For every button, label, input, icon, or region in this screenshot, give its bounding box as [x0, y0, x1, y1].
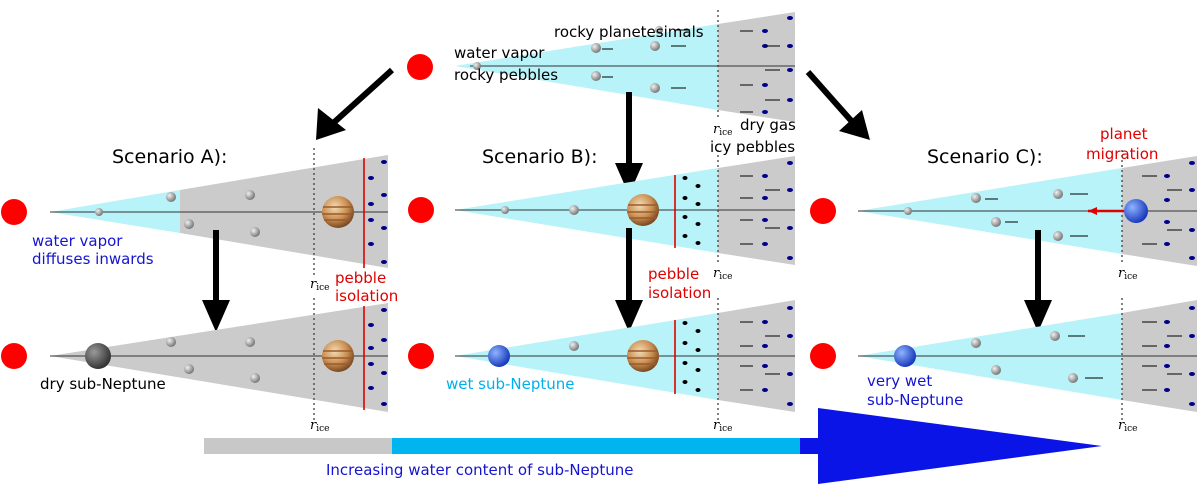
- dry-gas-region: [50, 303, 388, 412]
- ice-line-label: rice: [1118, 266, 1137, 282]
- top-panel: rocky planetesimals water vapor rocky pe…: [407, 10, 796, 156]
- dry-gas-region: [718, 12, 795, 122]
- label-rocky-planetesimals: rocky planetesimals: [554, 23, 704, 41]
- star: [810, 343, 836, 369]
- star: [408, 343, 434, 369]
- bar-caption: Increasing water content of sub-Neptune: [326, 461, 634, 479]
- scenario-a-title: Scenario A):: [112, 146, 227, 168]
- scenario-b: Scenario B): rice peb: [408, 146, 795, 434]
- result-wet-sub-neptune: wet sub-Neptune: [446, 375, 575, 393]
- result-dry-sub-neptune: dry sub-Neptune: [40, 375, 166, 393]
- ice-line-label: rice: [713, 266, 732, 282]
- ice-line-label: rice: [713, 122, 732, 138]
- dry-sub-neptune-planet: [85, 343, 111, 369]
- note-water-vapor: water vapor: [32, 232, 123, 250]
- water-content-bar: Increasing water content of sub-Neptune: [204, 408, 1102, 484]
- star: [407, 54, 433, 80]
- planet-migration-label: migration: [1086, 145, 1158, 163]
- label-water-vapor: water vapor: [454, 44, 545, 62]
- label-dry-gas: dry gas: [740, 116, 796, 134]
- flow-arrows: [316, 67, 870, 195]
- very-wet-sub-neptune-planet: [894, 345, 916, 367]
- pebble-isolation-label: isolation: [648, 284, 711, 302]
- ice-line-label: rice: [1118, 418, 1137, 434]
- jupiter-planet: [322, 340, 354, 372]
- label-icy-pebbles: icy pebbles: [710, 138, 795, 156]
- star: [810, 198, 836, 224]
- jupiter-planet: [322, 196, 354, 228]
- note-diffuses-inwards: diffuses inwards: [32, 250, 154, 268]
- migrating-planet: [1124, 199, 1148, 223]
- rocky-pebble: [473, 62, 481, 70]
- ice-line-label: rice: [310, 418, 329, 434]
- drift-arrows: [602, 29, 690, 89]
- bar-segment-dry: [204, 438, 392, 454]
- scenario-c-title: Scenario C):: [927, 146, 1043, 168]
- star: [1, 199, 27, 225]
- rocky-pebble: [591, 43, 601, 53]
- result-sub-neptune: sub-Neptune: [867, 391, 963, 409]
- wet-sub-neptune-planet: [488, 345, 510, 367]
- scenario-a: Scenario A): water vapor diffuses inward…: [1, 146, 398, 434]
- jupiter-planet: [627, 340, 659, 372]
- star: [1, 343, 27, 369]
- rocky-pebble: [650, 41, 660, 51]
- jupiter-planet: [627, 194, 659, 226]
- rocky-pebble: [591, 71, 601, 81]
- bar-segment-wet: [392, 438, 800, 454]
- pebble-isolation-label: pebble: [335, 269, 386, 287]
- ice-line-label: rice: [310, 277, 329, 293]
- planet-migration-label: planet: [1100, 125, 1148, 143]
- star: [408, 197, 434, 223]
- result-very-wet: very wet: [867, 372, 932, 390]
- rocky-pebble: [650, 83, 660, 93]
- scenario-b-title: Scenario B):: [482, 146, 597, 168]
- bar-arrowhead-very-wet: [800, 408, 1102, 484]
- ice-line-label: rice: [713, 418, 732, 434]
- pebble-isolation-label: pebble: [648, 265, 699, 283]
- label-rocky-pebbles: rocky pebbles: [454, 66, 558, 84]
- pebble-isolation-label: isolation: [335, 287, 398, 305]
- rocky-pebble: [655, 26, 663, 34]
- icy-pebbles: [762, 16, 793, 114]
- scenario-c: Scenario C): planet migration rice: [810, 125, 1197, 434]
